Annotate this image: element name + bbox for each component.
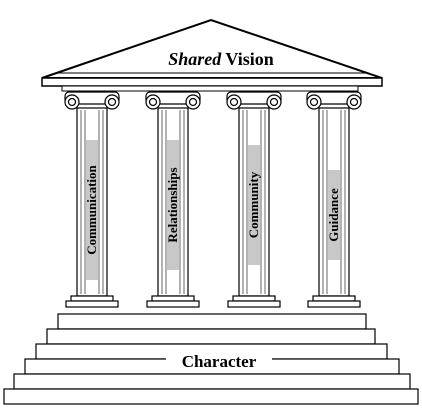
pillar-label-band	[86, 140, 98, 280]
pillar-relationships: Relationships	[145, 91, 201, 308]
roof-title-rest: Vision	[221, 49, 274, 69]
step-6	[3, 388, 419, 405]
pillar-label: Relationships	[165, 167, 180, 242]
pillar-label: Community	[246, 171, 261, 238]
roof	[41, 18, 383, 92]
pillar-base-top	[232, 295, 276, 302]
pillar-base-top	[312, 295, 356, 302]
pillar-label-band	[248, 145, 260, 265]
step-5	[13, 373, 411, 390]
pillar-base-bottom	[65, 300, 119, 308]
pillar-label: Guidance	[326, 188, 341, 242]
roof-title: Shared Vision	[168, 49, 274, 69]
step-2	[46, 328, 376, 345]
step-1	[57, 313, 367, 330]
pillar-community: Community	[226, 91, 282, 308]
pillar-communication: Communication	[64, 91, 120, 308]
pillar-base-bottom	[307, 300, 361, 308]
roof-title-emphasis: Shared	[168, 49, 222, 69]
base-label: Character	[182, 352, 257, 371]
pillar-guidance: Guidance	[306, 91, 362, 308]
base-label-background	[166, 352, 272, 370]
pillar-label: Communication	[84, 164, 99, 254]
pillar-label-band	[167, 140, 179, 270]
architrave	[61, 85, 359, 92]
pillar-label-band	[328, 170, 340, 260]
pillar-base-bottom	[227, 300, 281, 308]
pillar-base-top	[70, 295, 114, 302]
pillar-base-bottom	[146, 300, 200, 308]
entablature	[41, 77, 383, 87]
pillar-base-top	[151, 295, 195, 302]
